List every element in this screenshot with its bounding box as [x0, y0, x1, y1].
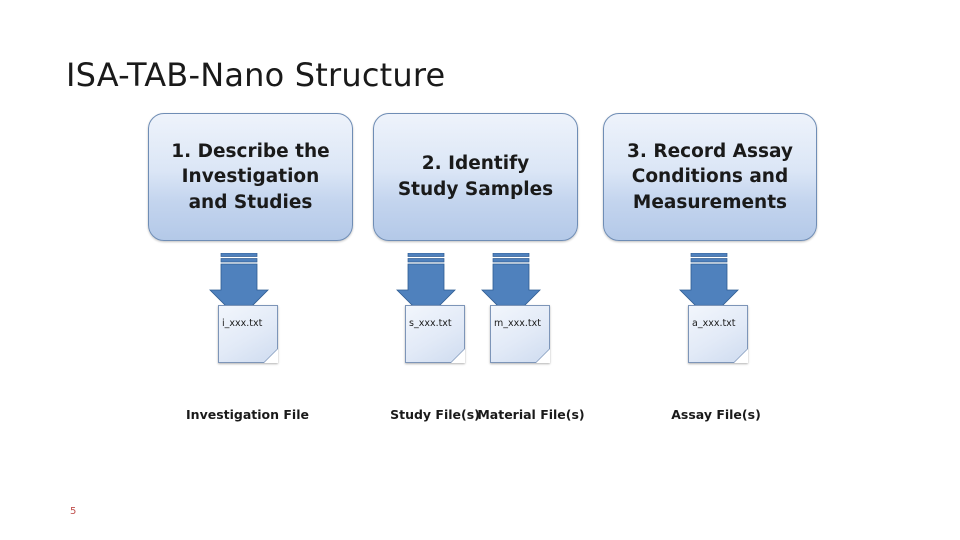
file-icon-assay: a_xxx.txt: [688, 305, 748, 363]
down-arrow-icon: [395, 253, 457, 321]
step-box-line-2: Investigation: [181, 166, 320, 188]
down-arrow-icon: [208, 253, 270, 321]
file-fold: [734, 349, 748, 363]
step-box-line-3: Measurements: [632, 191, 788, 213]
down-arrow-icon: [678, 253, 740, 321]
file-caption-assay: Assay File(s): [671, 407, 761, 422]
step-box-line-2: Study Samples: [397, 179, 554, 200]
file-icon-material: m_xxx.txt: [490, 305, 550, 363]
file-name: s_xxx.txt: [409, 318, 452, 329]
step-box-line-3: and Studies: [188, 191, 313, 213]
step-box-identify-study-samples: 2. Identify Study Samples: [373, 113, 578, 241]
file-fold: [264, 349, 278, 363]
file-caption-study: Study File(s): [390, 407, 480, 422]
file-icon-study: s_xxx.txt: [405, 305, 465, 363]
step-box-line-2: Conditions and: [631, 166, 789, 188]
page-title: ISA-TAB-Nano Structure: [66, 56, 446, 94]
file-fold: [451, 349, 465, 363]
file-name: a_xxx.txt: [692, 318, 736, 329]
file-icon-investigation: i_xxx.txt: [218, 305, 278, 363]
isa-tab-nano-diagram: 1. Describe the Investigation and Studie…: [140, 105, 840, 445]
page-number: 5: [70, 506, 77, 517]
step-box-line-1: 1. Describe the: [171, 140, 330, 162]
down-arrow-icon: [480, 253, 542, 321]
file-name: i_xxx.txt: [222, 318, 263, 329]
step-box-line-1: 3. Record Assay: [627, 140, 793, 162]
step-box-text: 3. Record Assay Conditions and Measureme…: [617, 139, 803, 216]
file-name: m_xxx.txt: [494, 318, 541, 329]
file-caption-investigation: Investigation File: [186, 407, 309, 422]
step-box-describe-investigation: 1. Describe the Investigation and Studie…: [148, 113, 353, 241]
step-box-text: 1. Describe the Investigation and Studie…: [161, 139, 339, 216]
file-caption-material: Material File(s): [477, 407, 585, 422]
step-box-record-assay: 3. Record Assay Conditions and Measureme…: [603, 113, 817, 241]
step-box-text: 2. Identify Study Samples: [388, 151, 563, 202]
file-fold: [536, 349, 550, 363]
step-box-line-1: 2. Identify: [421, 153, 530, 175]
